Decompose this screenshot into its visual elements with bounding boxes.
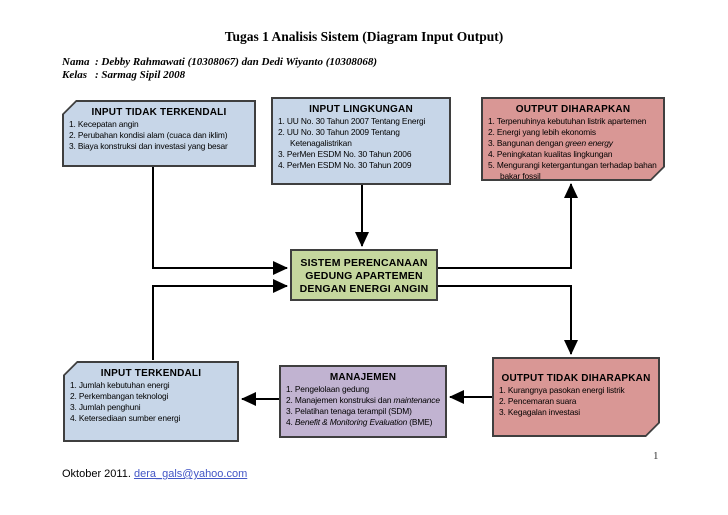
box-input-tidak-terkendali: INPUT TIDAK TERKENDALI Kecepatan angin P…	[62, 100, 256, 167]
connector-it-to-system	[152, 279, 288, 360]
kelas-value: : Sarmag Sipil 2008	[95, 69, 186, 81]
box-sistem-perencanaan: SISTEM PERENCANAAN GEDUNG APARTEMEN DENG…	[290, 249, 438, 301]
nama-value: : Debby Rahmawati (10308067) dan Dedi Wi…	[95, 56, 378, 68]
page-number: 1	[653, 450, 659, 462]
header-meta: Nama : Debby Rahmawati (10308067) dan De…	[62, 56, 377, 82]
list-item: Mengurangi ketergantungan terhadap bahan…	[496, 160, 657, 181]
footer: Oktober 2011. dera_gals@yahoo.com	[62, 468, 247, 480]
meta-row-nama: Nama : Debby Rahmawati (10308067) dan De…	[62, 56, 377, 69]
connector-system-to-od	[437, 183, 578, 269]
list-item: Kecepatan angin	[77, 119, 139, 129]
system-box-line: DENGAN ENERGI ANGIN	[299, 283, 429, 295]
list-item: Perkembangan teknologi	[78, 391, 169, 401]
list-item: Jumlah kebutuhan energi	[78, 380, 170, 390]
list-item: UU No. 30 Tahun 2007 Tentang Energi	[286, 116, 426, 126]
box-title: MANAJEMEN	[329, 372, 397, 383]
box-manajemen: MANAJEMEN Pengelolaan gedung Manajemen k…	[279, 365, 447, 438]
box-input-terkendali-fill: INPUT TERKENDALI Jumlah kebutuhan energi…	[65, 363, 237, 440]
box-output-tidak-diharapkan: OUTPUT TIDAK DIHARAPKAN Kurangnya pasoka…	[492, 357, 660, 437]
box-list: Kecepatan angin Perubahan kondisi alam (…	[64, 119, 254, 152]
list-item: Bangunan dengan green energy	[488, 138, 661, 149]
box-title: INPUT TIDAK TERKENDALI	[91, 107, 227, 118]
text-segment: Manajemen konstruksi dan	[294, 395, 394, 405]
box-input-tidak-terkendali-fill: INPUT TIDAK TERKENDALI Kecepatan angin P…	[64, 102, 254, 165]
text-segment-italic: Benefit & Monitoring Evaluation	[294, 417, 408, 427]
box-title: INPUT LINGKUNGAN	[309, 104, 413, 115]
list-item: Peningkatan kualitas lingkungan	[496, 149, 613, 159]
box-title: OUTPUT TIDAK DIHARAPKAN	[501, 373, 651, 384]
box-output-diharapkan: OUTPUT DIHARAPKAN Terpenuhinya kebutuhan…	[481, 97, 665, 181]
box-list: Terpenuhinya kebutuhan listrik apartemen…	[483, 116, 663, 182]
box-list: Kurangnya pasokan energi listrik Pencema…	[494, 385, 658, 418]
list-item: Perubahan kondisi alam (cuaca dan iklim)	[77, 130, 228, 140]
page-title: Tugas 1 Analisis Sistem (Diagram Input O…	[224, 29, 504, 44]
box-input-lingkungan: INPUT LINGKUNGAN UU No. 30 Tahun 2007 Te…	[271, 97, 451, 185]
text-segment-italic: green energy	[565, 138, 613, 148]
meta-row-kelas: Kelas : Sarmag Sipil 2008	[62, 69, 377, 82]
box-manajemen-fill: MANAJEMEN Pengelolaan gedung Manajemen k…	[281, 367, 445, 436]
list-item: Jumlah penghuni	[78, 402, 141, 412]
box-input-lingkungan-fill: INPUT LINGKUNGAN UU No. 30 Tahun 2007 Te…	[273, 99, 449, 183]
connector-itt-to-system	[152, 167, 288, 275]
box-list: Pengelolaan gedung Manajemen konstruksi …	[281, 384, 445, 428]
system-box-line: SISTEM PERENCANAAN	[300, 257, 428, 269]
text-segment-italic: maintenance	[393, 395, 440, 405]
box-output-diharapkan-fill: OUTPUT DIHARAPKAN Terpenuhinya kebutuhan…	[483, 99, 663, 179]
list-item: Kurangnya pasokan energi listrik	[507, 385, 625, 395]
text-segment: (BME)	[407, 417, 433, 427]
list-item: Energi yang lebih ekonomis	[496, 127, 596, 137]
list-item: Pencemaran suara	[507, 396, 577, 406]
text-segment: Bangunan dengan	[496, 138, 566, 148]
list-item: PerMen ESDM No. 30 Tahun 2009	[286, 160, 412, 170]
box-output-tidak-diharapkan-fill: OUTPUT TIDAK DIHARAPKAN Kurangnya pasoka…	[494, 359, 658, 435]
list-item: Ketersediaan sumber energi	[78, 413, 181, 423]
nama-label: Nama	[62, 56, 90, 68]
list-item: Benefit & Monitoring Evaluation (BME)	[286, 417, 443, 428]
box-title: OUTPUT DIHARAPKAN	[515, 104, 631, 115]
box-title: INPUT TERKENDALI	[100, 368, 202, 379]
system-box-line: GEDUNG APARTEMEN	[305, 270, 423, 282]
footer-email-link[interactable]: dera_gals@yahoo.com	[133, 468, 248, 480]
list-item: Biaya konstruksi dan investasi yang besa…	[77, 141, 228, 151]
footer-date: Oktober 2011.	[62, 468, 131, 480]
list-item: Terpenuhinya kebutuhan listrik apartemen	[496, 116, 647, 126]
list-item: Pengelolaan gedung	[294, 384, 370, 394]
list-item: Manajemen konstruksi dan maintenance	[286, 395, 443, 406]
list-item: UU No. 30 Tahun 2009 Tentang Ketenagalis…	[286, 127, 400, 148]
list-item: PerMen ESDM No. 30 Tahun 2006	[286, 149, 412, 159]
box-input-terkendali: INPUT TERKENDALI Jumlah kebutuhan energi…	[63, 361, 239, 442]
box-list: UU No. 30 Tahun 2007 Tentang Energi UU N…	[273, 116, 449, 171]
box-sistem-perencanaan-fill: SISTEM PERENCANAAN GEDUNG APARTEMEN DENG…	[292, 251, 436, 299]
connector-system-to-otd	[437, 285, 578, 355]
list-item: Pelatihan tenaga terampil (SDM)	[294, 406, 412, 416]
box-list: Jumlah kebutuhan energi Perkembangan tek…	[65, 380, 237, 424]
kelas-label: Kelas	[62, 69, 88, 81]
list-item: Kegagalan investasi	[507, 407, 580, 417]
